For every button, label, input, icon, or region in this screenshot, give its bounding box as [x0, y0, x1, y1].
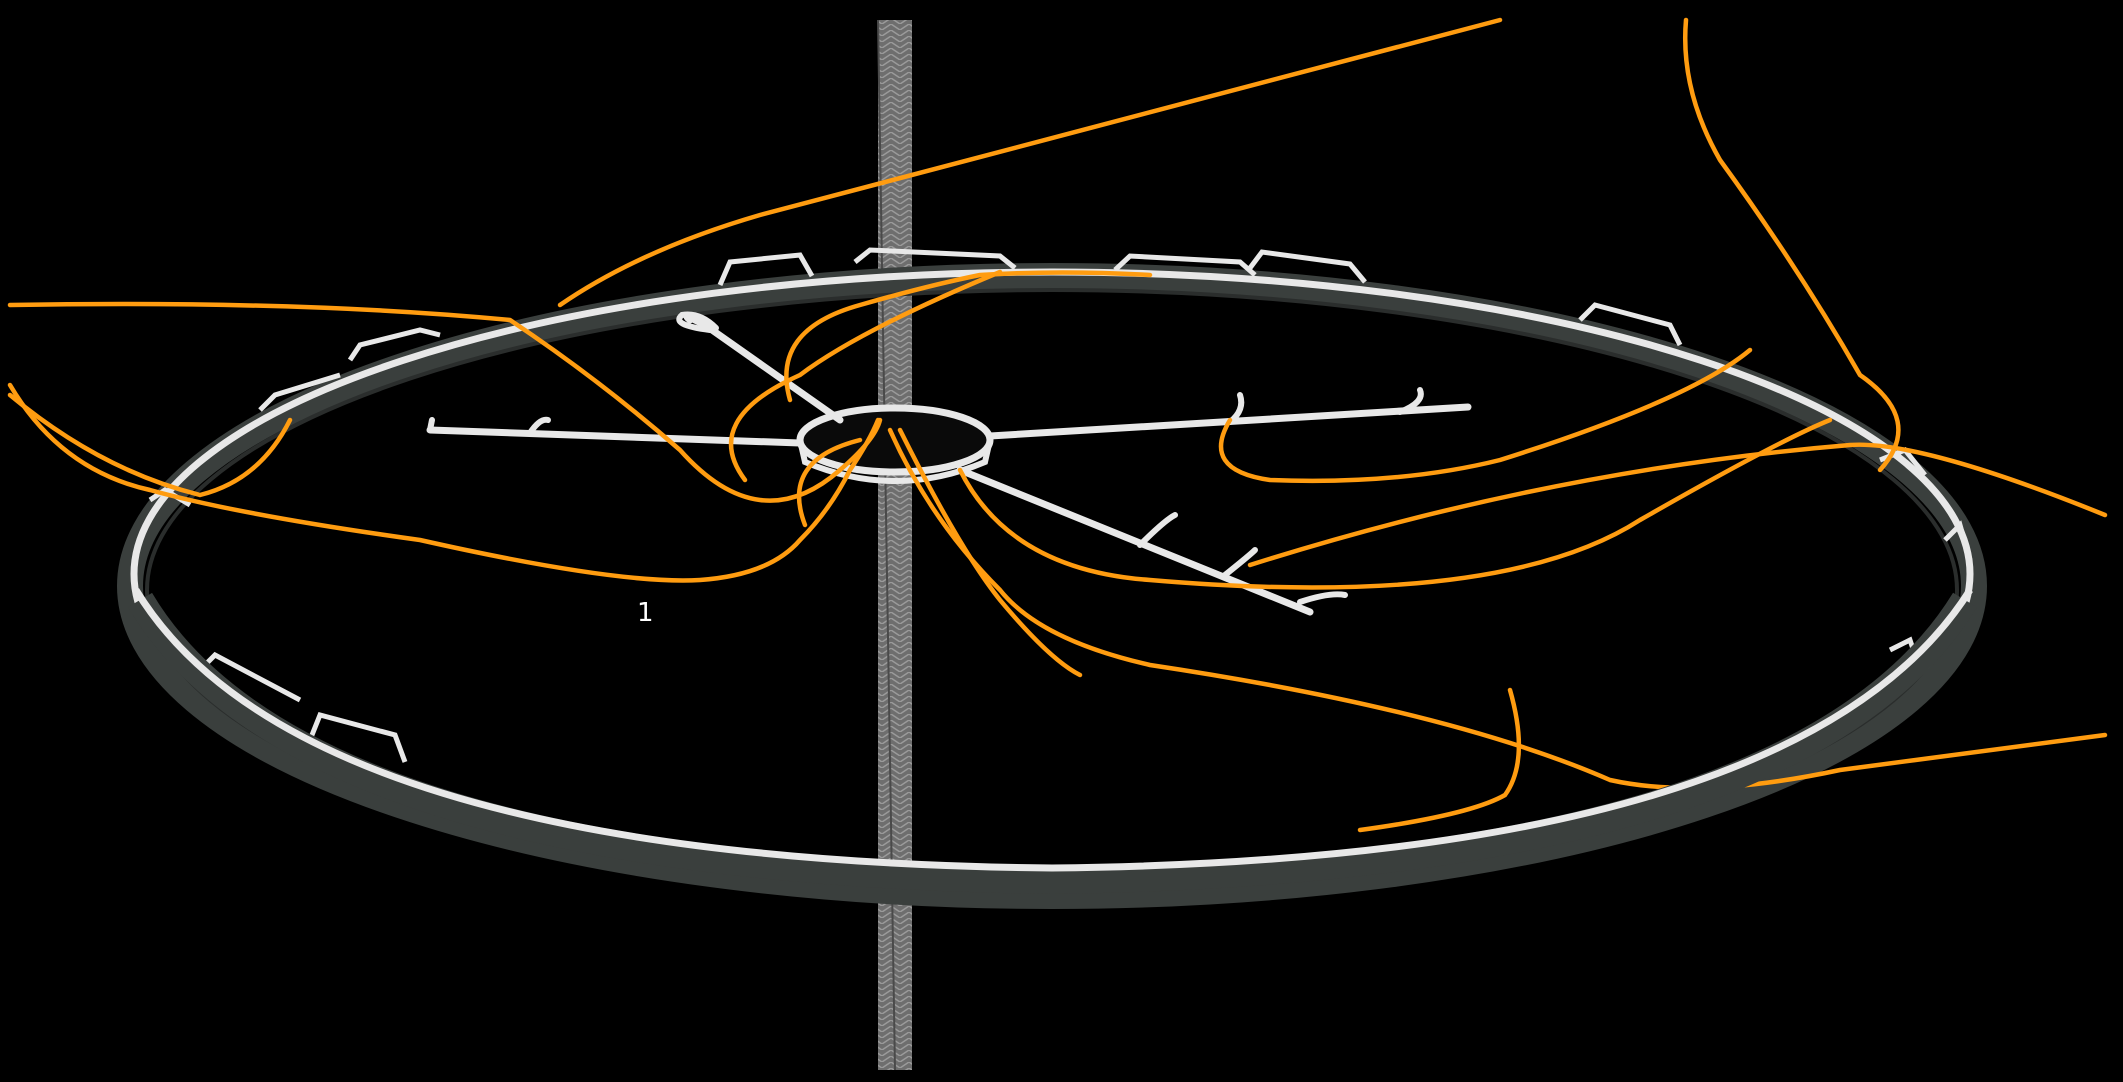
ring-clip [853, 247, 1017, 270]
arm-front [956, 466, 1314, 616]
orange-cables [7, 17, 2108, 833]
cable [7, 301, 883, 503]
ring-clip [1113, 253, 1257, 277]
arm-back-loop [676, 311, 719, 333]
arm-left-hook [527, 416, 551, 436]
cable [7, 382, 881, 583]
ring-clip [258, 372, 341, 412]
arm-front-hook-3 [1297, 591, 1348, 605]
cable [897, 427, 1083, 678]
marker-label-1: 1 [637, 598, 654, 628]
ring-front-arc [127, 592, 1977, 895]
arm-back [683, 313, 844, 424]
arm-front-hook-1 [1137, 512, 1178, 548]
ring-clip [307, 712, 408, 763]
cable [1357, 687, 1522, 833]
cable [728, 269, 1003, 483]
ring-clip [1248, 249, 1367, 284]
ring-clips [148, 247, 1973, 763]
central-hub-side [797, 439, 993, 484]
cable [957, 417, 1833, 590]
ring-clip [717, 252, 815, 286]
ring-clip [1578, 302, 1683, 347]
ring-clip [1943, 520, 1973, 561]
cable [1247, 442, 2108, 568]
ring-clip [347, 327, 441, 362]
cable [784, 270, 1153, 403]
ring-outer-band [117, 263, 1987, 909]
cable [557, 17, 1503, 308]
arm-front-hook-2 [1222, 547, 1258, 578]
cable [1218, 347, 1753, 484]
arm-right-hook-1 [1227, 392, 1245, 425]
cable [796, 437, 863, 528]
cable [7, 392, 293, 498]
arm-left [426, 426, 804, 447]
cable [1682, 17, 1901, 473]
arm-right-hook-2 [1397, 387, 1424, 415]
ring-front-rim [133, 588, 1973, 872]
arm-left-tip [427, 417, 435, 433]
